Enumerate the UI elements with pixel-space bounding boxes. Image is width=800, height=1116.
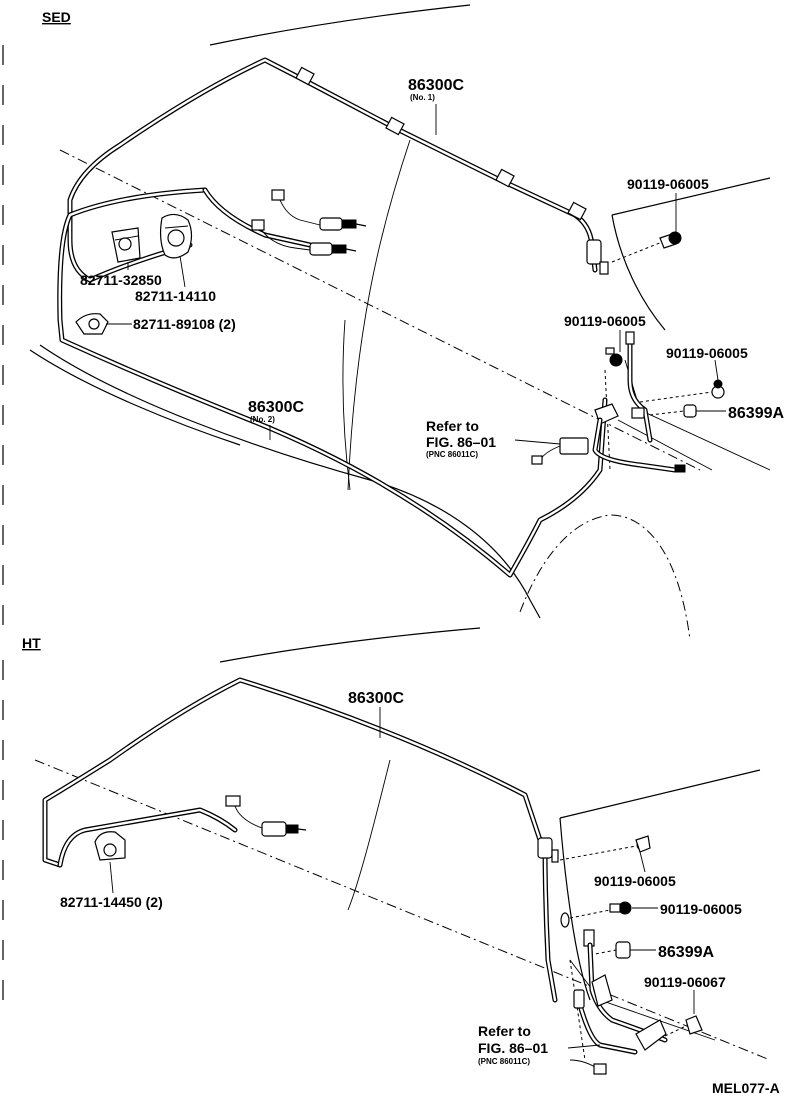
sed-refer-line1: Refer to [426, 418, 479, 434]
sed-clamp-c-label: 82711-89108 (2) [133, 316, 236, 332]
sed-refer-line3: (PNC 86011C) [426, 450, 478, 459]
ht-section-title: HT [22, 635, 41, 651]
ht-body-outline [34, 627, 771, 1061]
ht-cap-label: 86399A [658, 944, 714, 961]
sed-section-title: SED [42, 9, 71, 25]
ht-screw-b-label: 90119-06005 [660, 901, 742, 917]
figure-code: MEL077-A [712, 1080, 780, 1096]
sed-clamp-parts [75, 213, 193, 335]
ht-refer-line1: Refer to [478, 1023, 531, 1039]
ht-screw-a-label: 90119-06005 [594, 873, 676, 889]
ht-cable [42, 677, 559, 1003]
sed-refer-line2: FIG. 86–01 [426, 434, 496, 450]
sed-cable-no1 [67, 57, 609, 283]
ht-cable-part: 86300C [348, 690, 404, 707]
ht-plug-connector [225, 795, 307, 837]
ht-labels: 86300C 82711-14450 (2) 90119-06005 90119… [60, 690, 742, 1066]
sed-cable-no1-part: 86300C [408, 77, 464, 94]
sed-cable-no2 [57, 187, 608, 578]
ht-clamp-part [94, 831, 126, 861]
ht-clamp-label: 82711-14450 (2) [60, 894, 163, 910]
sed-body-outline [29, 4, 771, 641]
sed-cable-no1-note: (No. 1) [410, 93, 435, 102]
ht-refer-line2: FIG. 86–01 [478, 1040, 548, 1056]
sed-plug-connectors [251, 189, 367, 256]
sed-screw-a-label: 90119-06005 [627, 176, 709, 192]
sed-cable-no2-part: 86300C [248, 399, 304, 416]
ht-leader-lines [109, 707, 695, 1049]
sed-clamp-b-label: 82711-14110 [135, 288, 216, 304]
ht-screw-c-label: 90119-06067 [644, 974, 726, 990]
sed-screw-b-label: 90119-06005 [564, 313, 646, 329]
ht-refer-line3: (PNC 86011C) [478, 1057, 530, 1066]
sed-cap-label: 86399A [728, 405, 784, 422]
sed-cable-no2-note: (No. 2) [250, 415, 275, 424]
sed-labels: 86300C (No. 1) 90119-06005 82711-32850 8… [80, 77, 784, 459]
sed-right-hardware [531, 231, 725, 473]
sed-leader-lines [106, 104, 726, 445]
sed-screw-c-label: 90119-06005 [666, 345, 748, 361]
sed-clamp-a-label: 82711-32850 [80, 272, 162, 288]
